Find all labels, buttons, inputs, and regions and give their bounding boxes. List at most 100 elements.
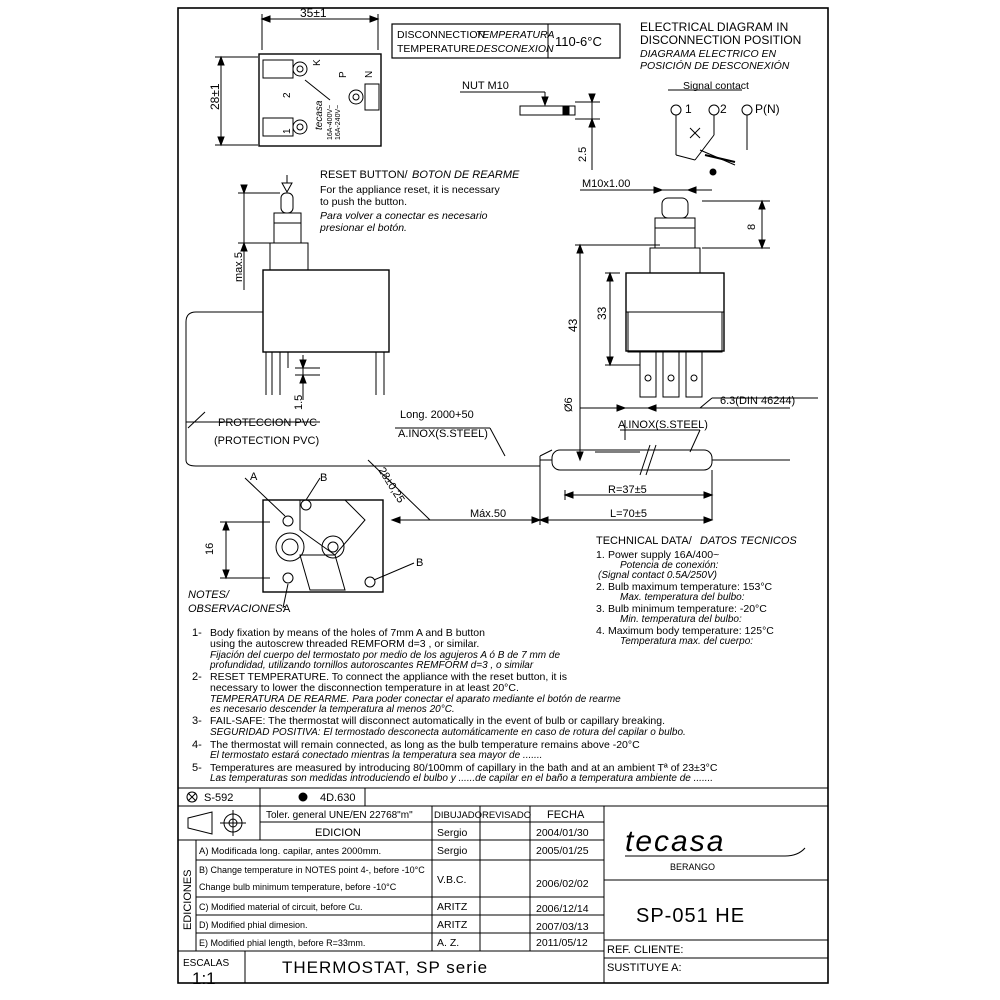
signal-terminal-p: P(N) — [755, 102, 780, 116]
tech-number: 2. — [596, 581, 605, 593]
tb-row-desc: B) Change temperature in NOTES point 4-,… — [199, 865, 425, 875]
side-din-label: 6.3(DIN 46244) — [720, 395, 795, 407]
tb-row-desc: D) Modified phial dimesion. — [199, 920, 308, 930]
elec-title-1: ELECTRICAL DIAGRAM IN — [640, 20, 788, 34]
tb-row-desc: E) Modified phial length, before R=33mm. — [199, 938, 365, 948]
bottom-dim-16: 16 — [204, 543, 216, 555]
disconnection-value: 110-6°C — [555, 34, 602, 49]
capillary-bulb — [186, 411, 790, 525]
note-number: 1- — [192, 627, 202, 639]
note-line: FAIL-SAFE: The thermostat will disconnec… — [210, 715, 665, 727]
ref-s: S-592 — [204, 792, 233, 804]
tb-escalas: ESCALAS — [183, 958, 229, 969]
signal-title: Signal contact — [683, 80, 749, 92]
elec-title-es-1: DIAGRAMA ELECTRICO EN — [640, 48, 777, 60]
note-line: Temperatures are measured by introducing… — [210, 762, 718, 774]
reset-dim-15: 1.5 — [293, 395, 305, 410]
tb-revisado: REVISADO — [482, 810, 531, 821]
tech-en: Bulb maximum temperature: 153°C — [608, 581, 773, 593]
note-line: RESET TEMPERATURE. To connect the applia… — [210, 671, 567, 683]
tech-number: 1. — [596, 549, 605, 561]
bulb-l-dim: L=70±5 — [610, 508, 647, 520]
top-view-rating-1: 16A-400V~ — [327, 105, 334, 140]
tb-logo-sub: BERANGO — [670, 862, 715, 872]
ref-d: 4D.630 — [320, 792, 355, 804]
tech-title-es: DATOS TECNICOS — [700, 535, 797, 547]
note-line: Body fixation by means of the holes of 7… — [210, 627, 485, 639]
side-thread-label: M10x1.00 — [582, 178, 630, 190]
reset-line-4: presionar el botón. — [319, 222, 407, 234]
tb-row-date: 2006/12/14 — [536, 903, 589, 915]
elec-title-2: DISCONNECTION POSITION — [640, 33, 801, 47]
signal-terminal-2: 2 — [720, 102, 727, 116]
tb-row-desc: A) Modificada long. capilar, antes 2000m… — [199, 846, 381, 857]
note-line: using the autoscrew threaded REMFORM d=3… — [210, 638, 479, 650]
top-view-brand: tecasa — [314, 100, 325, 130]
bottom-view — [220, 459, 431, 609]
reset-title-en: RESET BUTTON/ — [320, 169, 409, 181]
tb-row-who: A. Z. — [437, 937, 459, 949]
side-dim-8: 8 — [746, 224, 758, 230]
tb-ediciones-side: EDICIONES — [182, 869, 194, 930]
reset-max-dim: max.5 — [233, 252, 245, 282]
note-line: Fijación del cuerpo del termostato por m… — [210, 650, 560, 661]
note-number: 3- — [192, 715, 202, 727]
tb-logo: tecasa — [625, 825, 725, 858]
tech-es: Potencia de conexión: — [620, 560, 719, 571]
top-width-dim: 35±1 — [300, 6, 327, 20]
note-line: es necesario descender la temperatura al… — [210, 704, 455, 715]
capillary-long: Long. 2000+50 — [400, 409, 474, 421]
tb-sustituye: SUSTITUYE A: — [607, 962, 682, 974]
tb-toler: Toler. general UNE/EN 22768"m" — [266, 810, 413, 821]
nut-drawing — [460, 91, 600, 170]
capillary-max50: Máx.50 — [470, 508, 506, 520]
tb-row-desc: C) Modified material of circuit, before … — [199, 902, 363, 912]
disconnection-es: TEMPERATURA — [476, 29, 555, 41]
tb-part-no: SP-051 HE — [636, 905, 745, 927]
nut-label: NUT M10 — [462, 80, 509, 92]
terminal-label-2: 2 — [282, 92, 293, 98]
reset-side-view — [185, 175, 540, 467]
note-number: 5- — [192, 762, 202, 774]
reset-line-1: For the appliance reset, it is necessary — [320, 184, 501, 196]
side-dim-6: Ø6 — [563, 397, 575, 412]
tb-dibujado: DIBUJADO — [434, 810, 482, 821]
tb-product: THERMOSTAT, SP serie — [282, 958, 488, 977]
tech-extra: (Signal contact 0.5A/250V) — [598, 570, 717, 581]
bulb-inox: A.INOX(S.STEEL) — [618, 419, 708, 431]
note-line: Las temperaturas son medidas introducien… — [210, 773, 713, 784]
tb-row-date: 2005/01/25 — [536, 845, 589, 857]
terminal-label-n: N — [364, 71, 375, 78]
tech-en: Power supply 16A/400~ — [608, 549, 719, 561]
top-height-dim: 28±1 — [208, 83, 222, 110]
body-side-view — [575, 186, 818, 462]
reset-title-es: BOTON DE REARME — [412, 169, 520, 181]
tech-number: 3. — [596, 603, 605, 615]
title-block — [177, 806, 828, 983]
tech-es: Min. temperatura del bulbo: — [620, 614, 742, 625]
temperature-es: DESCONEXION — [476, 43, 554, 55]
terminal-label-p: P — [338, 71, 349, 78]
elec-title-es-2: POSICIÓN DE DESCONEXIÓN — [640, 59, 790, 72]
tb-row-date: 2004/01/30 — [536, 827, 589, 839]
top-view — [215, 14, 382, 147]
tb-edicion: EDICION — [315, 827, 361, 839]
reference-line — [178, 787, 828, 807]
tb-scale: 1:1 — [192, 969, 216, 988]
tech-title-en: TECHNICAL DATA/ — [596, 535, 693, 547]
top-view-rating-2: 16A-240V~ — [335, 105, 342, 140]
tb-row-date: 2006/02/02 — [536, 878, 589, 890]
bottom-label-b1: B — [320, 472, 327, 484]
note-line: TEMPERATURA DE REARME. Para poder conect… — [210, 694, 621, 705]
tech-en: Bulb minimum temperature: -20°C — [608, 603, 767, 615]
note-line: necessary to lower the disconnection tem… — [210, 682, 519, 694]
bottom-label-a2: A — [283, 603, 291, 615]
bottom-label-a1: A — [250, 471, 258, 483]
note-number: 2- — [192, 671, 202, 683]
tech-es: Temperatura max. del cuerpo: — [620, 636, 753, 647]
terminal-label-1: 1 — [282, 128, 293, 134]
notes-list: 1- Body fixation by means of the holes o… — [192, 627, 718, 784]
tb-row-who: Sergio — [437, 845, 468, 857]
nut-dim: 2.5 — [577, 147, 589, 162]
